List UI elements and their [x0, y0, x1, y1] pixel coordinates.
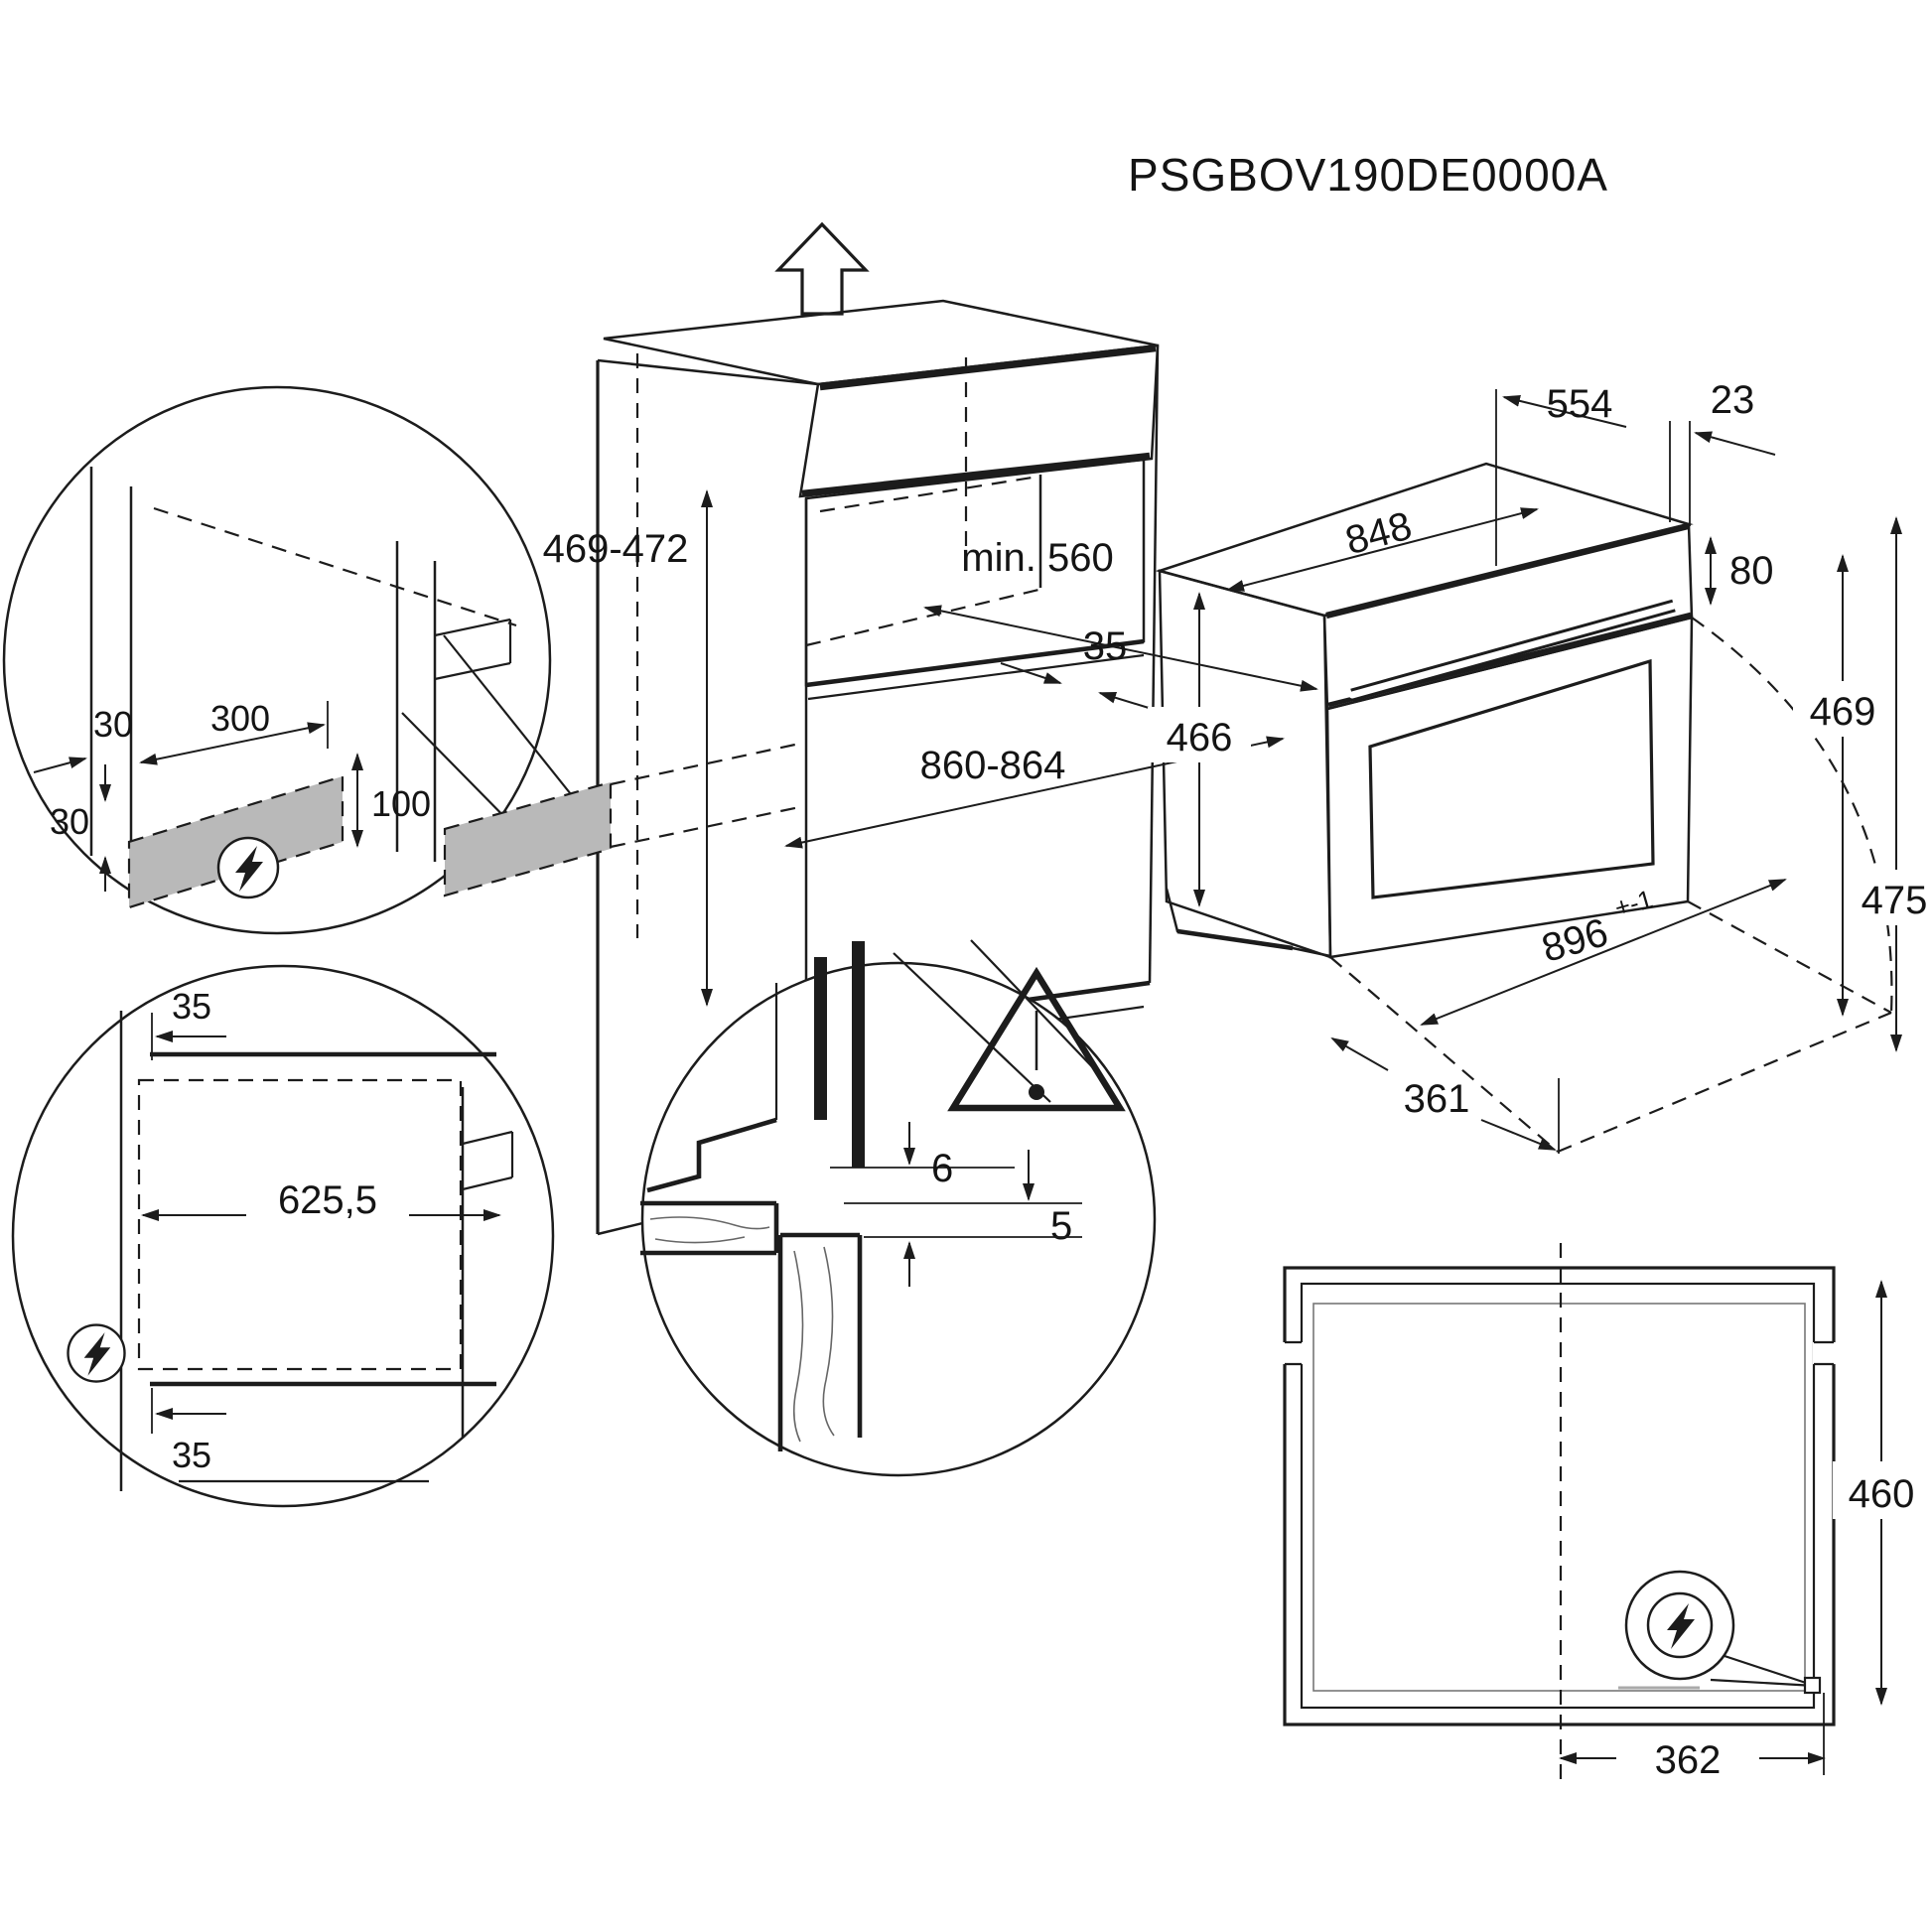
top-view-electrical-callout	[1618, 1570, 1822, 1695]
oven-top-view: 460 362	[1279, 1243, 1932, 1785]
oven-dimensions: 554 23 848 80 466 469 475 896 +-1 361	[1148, 378, 1932, 1154]
niche-height-label: 469-472	[543, 527, 689, 571]
oven-isometric-view	[1155, 462, 1893, 1154]
niche-dimensions: 469-472 min. 560 35 860-864	[543, 489, 1318, 1007]
frame-width-tolerance-label: +-1	[1611, 884, 1656, 922]
detail-circle-side-connection: 30 300 100 30	[2, 385, 552, 935]
up-arrow-icon	[774, 221, 870, 316]
drawing-title: PSGBOV190DE0000A	[1128, 149, 1608, 201]
warning-triangle-icon	[947, 966, 1126, 1112]
cabinet-isometric-view	[596, 221, 1160, 1236]
door-projection-label: 361	[1404, 1077, 1470, 1121]
side-top-clearance-label: 30	[93, 704, 133, 745]
upper-gap-label: 6	[931, 1147, 953, 1190]
back-top-offset-label: 35	[172, 986, 211, 1027]
niche-rail-label: 35	[1083, 624, 1128, 668]
gap-detail-callout	[893, 939, 1103, 1103]
niche-depth-label: min. 560	[961, 536, 1113, 580]
wood-grain	[792, 1250, 804, 1443]
connection-zone-on-cabinet	[445, 782, 611, 896]
oven-height-label: 466	[1167, 716, 1233, 759]
detail-circle-gap: 6 5	[640, 941, 1157, 1477]
side-zone-length-label: 300	[210, 698, 270, 739]
side-zone-height-label: 100	[371, 783, 431, 824]
control-panel-height-label: 80	[1729, 549, 1774, 593]
cutout-width-label: 625,5	[278, 1178, 377, 1222]
side-detail-callout	[401, 634, 805, 897]
install-height-label: 469	[1810, 690, 1876, 734]
wood-grain	[649, 1216, 770, 1230]
top-view-depth-label: 460	[1849, 1472, 1915, 1516]
oven-overhang-label: 23	[1711, 378, 1755, 422]
frame-height-label: 475	[1862, 879, 1928, 922]
niche-width-label: 860-864	[920, 744, 1066, 787]
frame-width-label: 896	[1537, 910, 1612, 971]
side-edge-clearance-label: 30	[50, 801, 89, 842]
lower-gap-label: 5	[1050, 1204, 1072, 1248]
oven-door-window	[1368, 658, 1655, 899]
oven-depth-label: 554	[1547, 382, 1613, 426]
connection-offset-label: 362	[1655, 1738, 1722, 1782]
oven-width-label: 848	[1341, 504, 1417, 564]
detail-circle-back-wall: 35 625,5 35	[11, 964, 555, 1508]
back-bottom-offset-label: 35	[172, 1435, 211, 1475]
